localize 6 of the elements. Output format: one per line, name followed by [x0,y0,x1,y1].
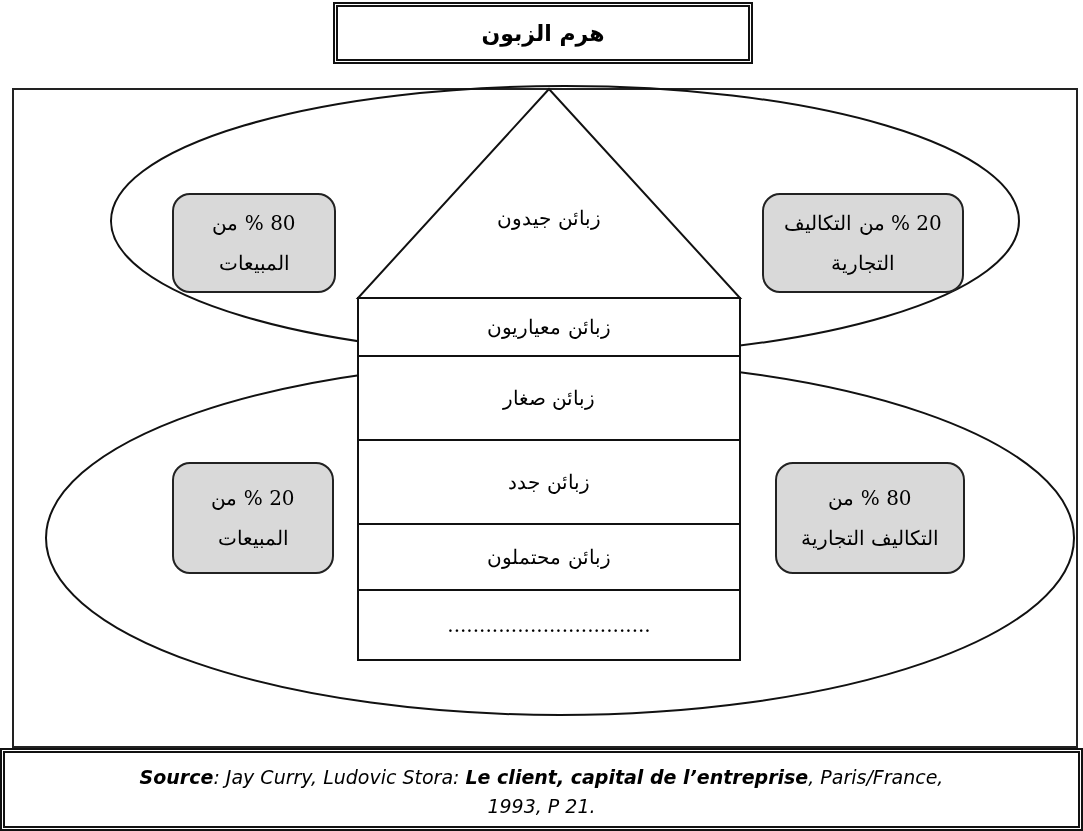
percentage-card: 80 % من التكاليف التجارية [775,462,965,574]
percentage-card: 80 % من المبيعات [172,193,336,293]
source-caption: Source: Jay Curry, Ludovic Stora: Le client, capital de l’entreprise, Paris/France, 1993, P 21. [0,748,1083,831]
percentage-card: 20 % من المبيعات [172,462,334,574]
percentage-card: 20 % من التكاليف التجارية [762,193,964,293]
title-box: هرم الزبون [333,2,753,64]
